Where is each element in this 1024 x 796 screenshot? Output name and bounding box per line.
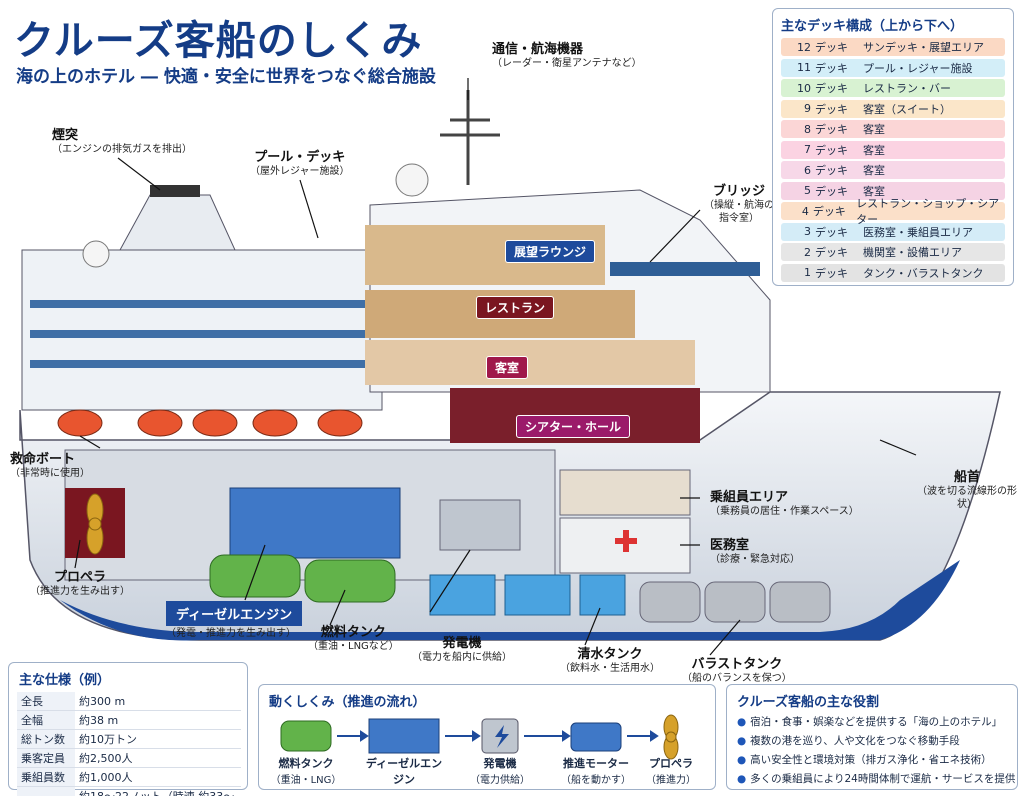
- role-item: 高い安全性と環境対策（排ガス浄化・省エネ技術）: [737, 752, 1007, 767]
- flow-step: ディーゼルエンジン: [365, 757, 443, 786]
- label-freshwater: 清水タンク（飲料水・生活用水）: [560, 647, 660, 675]
- motor-icon: [570, 722, 622, 752]
- label-lifeboat: 救命ボート（非常時に使用）: [10, 452, 90, 480]
- label-diesel-engine: ディーゼルエンジン: [166, 601, 303, 626]
- page-title: クルーズ客船のしくみ: [14, 18, 423, 64]
- funnel: [119, 194, 236, 251]
- spec-row: 総トン数約10万トン: [17, 729, 241, 749]
- flow-step: 推進モーター（船を動かす）: [561, 757, 631, 786]
- role-item: 宿泊・食事・娯楽などを提供する「海の上のホテル」: [737, 714, 1007, 729]
- engine-icon: [368, 718, 440, 754]
- fuel-tanks: [209, 554, 396, 603]
- cabin-windows-band: [30, 330, 370, 338]
- crew-area: [559, 469, 691, 516]
- label-crew-area: 乗組員エリア（乗務員の居住・作業スペース）: [710, 490, 859, 518]
- ship-cutaway: [19, 78, 1001, 656]
- generator: [439, 499, 521, 551]
- freshwater-tanks: [429, 574, 626, 616]
- spec-row: 乗客定員約2,500人: [17, 748, 241, 768]
- tag-lounge: 展望ラウンジ: [505, 240, 596, 263]
- page-subtitle: 海の上のホテル ― 快適・安全に世界をつなぐ総合施設: [16, 67, 436, 87]
- label-generator: 発電機（電力を船内に供給）: [412, 636, 512, 664]
- radar-dome: [395, 163, 429, 197]
- label-propeller: プロペラ（推進力を生み出す）: [30, 570, 130, 598]
- flow-step: 燃料タンク（重油・LNG）: [270, 757, 342, 786]
- flow-step: 発電機（電力供給）: [470, 757, 530, 786]
- lifeboats: [57, 409, 363, 437]
- flow-arrows: [337, 730, 659, 742]
- diesel-engine: [229, 487, 401, 559]
- hull-bottom-stripe: [60, 560, 960, 641]
- label-antenna: 通信・航海機器（レーダー・衛星アンテナなど）: [492, 42, 642, 70]
- spec-row: 乗組員数約1,000人: [17, 767, 241, 787]
- label-funnel: 煙突（エンジンの排気ガスを排出）: [52, 128, 192, 156]
- label-fuel-tank: 燃料タンク（重油・LNGなど）: [308, 625, 399, 653]
- deck-cabins: [365, 340, 695, 385]
- role-item: 多くの乗組員により24時間体制で運航・サービスを提供: [737, 771, 1015, 786]
- propeller-icon: [663, 714, 679, 760]
- flow-icons: [280, 714, 679, 760]
- label-bridge: ブリッジ（操縦・航海の指令室）: [704, 184, 774, 224]
- cabin-windows-band: [30, 300, 370, 308]
- roles-box: クルーズ客船の主な役割 宿泊・食事・娯楽などを提供する「海の上のホテル」複数の港…: [726, 684, 1018, 790]
- funnel-top: [150, 185, 200, 197]
- flow-title: 動くしくみ（推進の流れ）: [269, 695, 426, 710]
- label-bow: 船首（波を切る流線形の形状）: [917, 470, 1017, 510]
- cabin-windows-band: [30, 360, 370, 368]
- role-item: 複数の港を巡り、人や文化をつなぐ移動手段: [737, 733, 1007, 748]
- spec-row: 全長約300 m: [17, 692, 241, 711]
- tag-cabin: 客室: [486, 356, 529, 379]
- propeller: [86, 493, 104, 555]
- tag-theater: シアター・ホール: [516, 415, 631, 438]
- roles-title: クルーズ客船の主な役割: [737, 695, 879, 710]
- spec-row: 全幅約38 m: [17, 710, 241, 730]
- flow-step: プロペラ（推進力）: [646, 757, 696, 786]
- label-ballast: バラストタンク（船のバランスを保つ）: [682, 657, 792, 685]
- medical-cross: [623, 530, 629, 552]
- ballast-tanks: [639, 581, 831, 623]
- deck-list-title: 主なデッキ構成（上から下へ）: [781, 19, 964, 34]
- radar-dome: [82, 240, 110, 268]
- spec-row: 航海速力約18～22ノット（時速 約33～41 km）: [17, 786, 241, 796]
- label-medical: 医務室（診療・緊急対応）: [710, 538, 800, 566]
- spec-title: 主な仕様（例）: [19, 673, 111, 688]
- label-diesel-sub: （発電・推進力を生み出す）: [166, 628, 296, 639]
- fuel-tank-icon: [280, 720, 332, 752]
- tag-restaurant: レストラン: [476, 296, 555, 319]
- lightning-icon: [495, 725, 509, 748]
- propulsion-flow-box: 動くしくみ（推進の流れ） 燃料タンク（重油・LNG） ディーゼルエンジン発電機（電…: [258, 684, 716, 790]
- bridge-windows: [610, 262, 760, 276]
- leader-lines: [74, 78, 917, 656]
- mast: [440, 90, 500, 185]
- label-pool-deck: プール・デッキ（屋外レジャー施設）: [250, 150, 350, 178]
